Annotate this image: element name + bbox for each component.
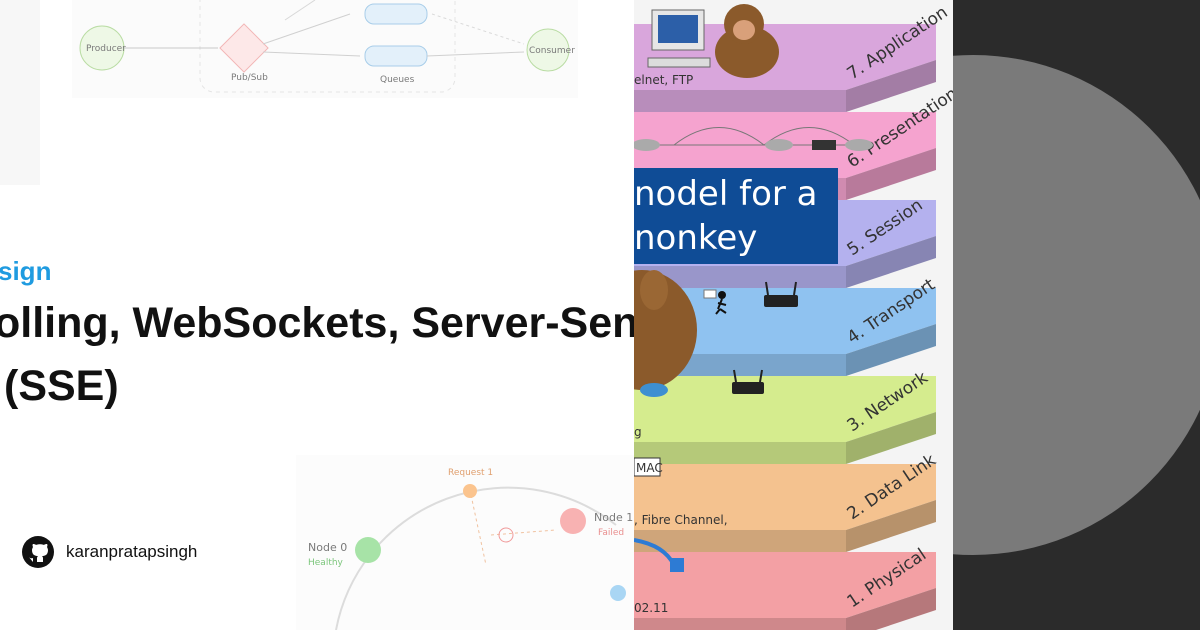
node1 bbox=[560, 508, 586, 534]
request-label: Request 1 bbox=[448, 468, 493, 478]
consumer-node bbox=[526, 28, 570, 72]
mac-badge: MAC bbox=[634, 457, 663, 477]
title-line-2: (SSE) bbox=[4, 362, 119, 410]
node1-status: Failed bbox=[598, 528, 624, 538]
category-label: sign bbox=[0, 256, 52, 286]
computer-icon bbox=[647, 9, 711, 68]
node0 bbox=[355, 537, 381, 563]
node2 bbox=[610, 585, 626, 601]
wifi-router-icon bbox=[732, 281, 798, 394]
monkey-icon bbox=[715, 4, 779, 78]
node0-label: Node 0 bbox=[308, 541, 347, 554]
osi-layer-protocols: g bbox=[634, 425, 642, 439]
network-node-icon bbox=[640, 383, 668, 397]
node1-label: Node 1 bbox=[594, 511, 633, 524]
monkey-arm-icon bbox=[634, 270, 697, 390]
osi-layer-4: 4. Transport bbox=[634, 275, 939, 376]
queue-bottom bbox=[364, 45, 428, 67]
banner-line-1: nodel for a bbox=[634, 174, 818, 214]
osi-layer-2: 2. Data Link, Fibre Channel, bbox=[634, 450, 940, 552]
dark-background bbox=[953, 0, 1200, 630]
title-line-1: olling, WebSockets, Server-Sent bbox=[0, 299, 634, 347]
osi-layer-protocols: , Fibre Channel, bbox=[634, 513, 728, 527]
author-name[interactable]: karanpratapsingh bbox=[66, 542, 198, 561]
bridge-icon bbox=[654, 127, 874, 146]
pubsub-node bbox=[219, 23, 269, 73]
failed-mark-icon bbox=[498, 527, 514, 543]
github-icon bbox=[22, 536, 54, 568]
banner-line-2: nonkey bbox=[634, 218, 758, 258]
article-card: Producer Pub/Sub Queues Consumer sign ol… bbox=[0, 0, 634, 630]
osi-layer-protocols: elnet, FTP bbox=[634, 73, 693, 87]
pubsub-label: Pub/Sub bbox=[231, 73, 268, 83]
title-banner: nodel for a nonkey bbox=[634, 168, 838, 264]
node0-status: Healthy bbox=[308, 558, 344, 568]
ethernet-cable-icon bbox=[634, 538, 684, 572]
article-title: olling, WebSockets, Server-Sent (SSE) bbox=[0, 292, 634, 418]
mac-label: MAC bbox=[636, 461, 663, 475]
author-row[interactable]: karanpratapsingh bbox=[22, 536, 197, 568]
ring-diagram: Request 1 Node 0 Healthy Node 1 Failed bbox=[296, 455, 634, 630]
queues-label: Queues bbox=[380, 75, 415, 85]
osi-layer-protocols: 02.11 bbox=[634, 601, 668, 615]
request-node bbox=[463, 484, 477, 498]
pubsub-diagram: Producer Pub/Sub Queues Consumer bbox=[0, 0, 578, 185]
queue-top bbox=[364, 3, 428, 25]
grey-circle bbox=[953, 55, 1200, 555]
consumer-label: Consumer bbox=[529, 46, 575, 56]
osi-decor: MAC bbox=[634, 4, 874, 572]
runner-icon bbox=[703, 289, 727, 315]
router-icon bbox=[634, 139, 873, 151]
producer-label: Producer bbox=[86, 44, 126, 54]
